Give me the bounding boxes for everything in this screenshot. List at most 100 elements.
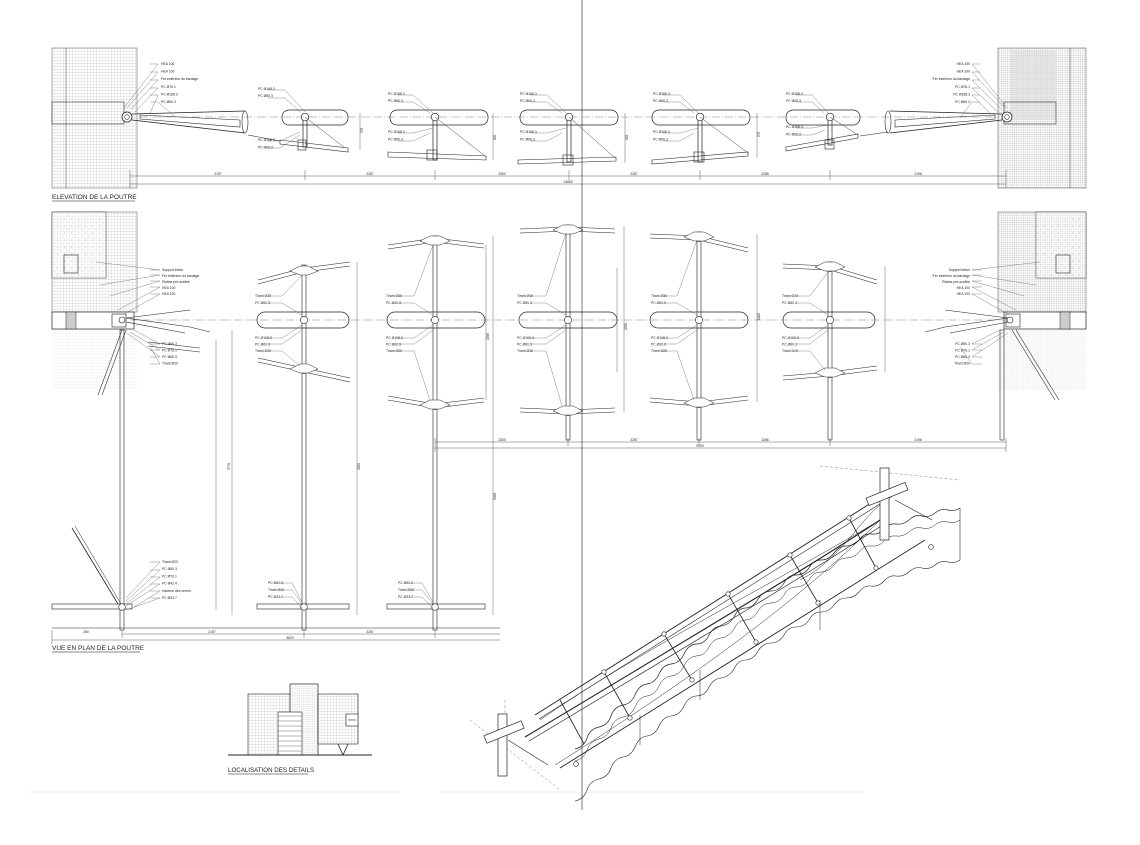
plan-node-bottom-label: PC Ø168.3	[517, 336, 534, 340]
plan-right-lower-label: PC Ø76.1	[955, 349, 970, 353]
plan-right-label: HEA 100	[957, 286, 970, 290]
plan-right-lower-label: Tirant Ø20	[954, 362, 970, 366]
elevation-title: ELEVATION DE LA POUTRE	[52, 194, 137, 201]
elevation-node-bottom-label: PC Ø60.3	[388, 138, 403, 142]
plan-left-label: HEA 100	[162, 292, 175, 296]
elevation-node-bottom-label: PC Ø168.3	[653, 130, 670, 134]
elevation-node-top-label: PC Ø60.3	[786, 99, 801, 103]
plan-base-mid-label: Tirant Ø20	[398, 588, 414, 592]
plan-node-bottom-label: PC Ø60.3	[651, 343, 666, 347]
elevation-node-top-label: PC Ø60.3	[653, 99, 668, 103]
plan-right-label: HEA 100	[957, 292, 970, 296]
elevation-vertical-dimension: 620	[493, 134, 497, 140]
plan-upper-total: 9190	[696, 444, 704, 448]
plan-left-lower-label: Tirant Ø20	[162, 362, 178, 366]
plan-vertical-dimension: 3250	[357, 463, 361, 470]
elevation-node-top-label: PC Ø60.3	[388, 99, 403, 103]
plan-left-label: Fer extérieur du bardage	[162, 274, 199, 278]
plan-vertical-dimension: 2096	[624, 323, 628, 330]
plan-lower-span: 2287	[366, 630, 374, 634]
plan-left-label: Platine pré-scellée	[162, 280, 190, 284]
plan-upper-span: 2196	[914, 438, 922, 442]
elevation-right-label: HEA 100	[957, 70, 970, 74]
plan-upper-span: 2286	[761, 438, 769, 442]
plan-lower-span: 2197	[208, 630, 216, 634]
elevation-right-label: HEA 100	[957, 62, 970, 66]
plan-node-bottom-label: PC Ø60.3	[386, 343, 401, 347]
plan-base-mid-label: PC Ø33.7	[268, 595, 283, 599]
plan-node-top-label: PC Ø60.3	[782, 301, 797, 305]
elevation-span-dimension: 2196	[914, 172, 922, 176]
plan-base-mid-label: Tirant Ø20	[268, 588, 284, 592]
plan-node-bottom-label: PC Ø60.3	[255, 343, 270, 347]
plan-upper-span: 2287	[630, 438, 638, 442]
plan-right-label: Platine pré-scellée	[942, 280, 970, 284]
plan-node-top-label: Tirant Ø30	[386, 294, 402, 298]
plan-node-bottom-label: PC Ø168.3	[651, 336, 668, 340]
elevation-node-top-label: PC Ø168.3	[258, 87, 275, 91]
elevation-node-top-label: PC Ø60.3	[520, 99, 535, 103]
plan-node-top-label: PC Ø60.3	[255, 301, 270, 305]
plan-node-bottom-label: Tirant Ø20	[517, 349, 533, 353]
plan-node-top-label: Tirant Ø30	[782, 294, 798, 298]
elevation-node-top-label: PC Ø168.3	[520, 92, 537, 96]
elevation-left-label: PC Ø60.3	[161, 100, 176, 104]
plan-lower-total: 9620	[286, 636, 294, 640]
elevation-right-label: PC Ø168.3	[953, 92, 970, 96]
plan-node-bottom-label: Tirant Ø20	[782, 349, 798, 353]
localisation-diagram	[228, 683, 372, 756]
plan-title: VUE EN PLAN DE LA POUTRE	[52, 645, 145, 652]
elevation-span-dimension: 2286	[761, 172, 769, 176]
elevation-node-top-label: PC Ø168.3	[786, 92, 803, 96]
plan-base-mid-label: PC Ø33.7	[398, 595, 413, 599]
plan-node-bottom-label: PC Ø60.3	[782, 343, 797, 347]
plan-left-label: HEA 100	[162, 286, 175, 290]
plan-vertical-dimension: 1500	[757, 313, 761, 320]
plan-right-lower-label: PC Ø60.3	[955, 355, 970, 359]
elevation-node-bottom-label: PC Ø60.3	[258, 146, 273, 150]
plan-node-top-label: PC Ø60.3	[386, 301, 401, 305]
plan-right-lower-label: PC Ø60.3	[955, 342, 970, 346]
elevation-right-label: PC Ø76.1	[955, 85, 970, 89]
plan-vertical-dimension: 3096	[493, 493, 497, 500]
plan-node-top-label: PC Ø60.3	[651, 301, 666, 305]
plan-node-top-label: Tirant Ø30	[255, 294, 271, 298]
plan-base-left-label: PC Ø33.7	[162, 596, 177, 600]
elevation-node-bottom-label: PC Ø168.3	[520, 130, 537, 134]
elevation-vertical-dimension: 575	[757, 131, 761, 137]
elevation-node-bottom-label: PC Ø168.3	[258, 138, 275, 142]
elevation-vertical-dimension: 625	[625, 134, 629, 140]
elevation-node-top-label: PC Ø168.3	[388, 92, 405, 96]
elevation-node-bottom-label: PC Ø60.3	[653, 138, 668, 142]
plan-base-left-label: PC Ø42.4	[162, 582, 177, 586]
elevation-node-top-label: PC Ø168.3	[653, 92, 670, 96]
plan-node-top-label: PC Ø60.3	[517, 301, 532, 305]
elevation-span-dimension: 2300	[498, 172, 506, 176]
plan-left-lower-label: PC Ø76.1	[162, 349, 177, 353]
elevation-total-dimension: 13600	[563, 180, 572, 184]
elevation-right-label: Fer extérieur du bardage	[933, 77, 970, 81]
plan-node-bottom-label: Tirant Ø20	[651, 349, 667, 353]
elevation-left-label: Fer extérieur du bardage	[161, 77, 198, 81]
elevation-span-dimension: 2197	[214, 172, 222, 176]
plan-base-mid-label: PC Ø60.3	[268, 581, 283, 585]
plan-node-bottom-label: Tirant Ø20	[255, 349, 271, 353]
plan-base-left-label: PC Ø60.3	[162, 567, 177, 571]
plan-node-bottom-label: PC Ø168.3	[386, 336, 403, 340]
elevation-node-labels: PC Ø168.3 PC Ø60.3 PC Ø168.3 PC Ø60.3 PC Ø16…	[258, 87, 803, 150]
plan-right-label: Fer extérieur du bardage	[933, 274, 970, 278]
elevation-left-label: HEA 100	[161, 62, 174, 66]
plan-left-lower-label: PC Ø60.3	[162, 342, 177, 346]
elevation-vertical-dimension: 375	[360, 127, 364, 133]
